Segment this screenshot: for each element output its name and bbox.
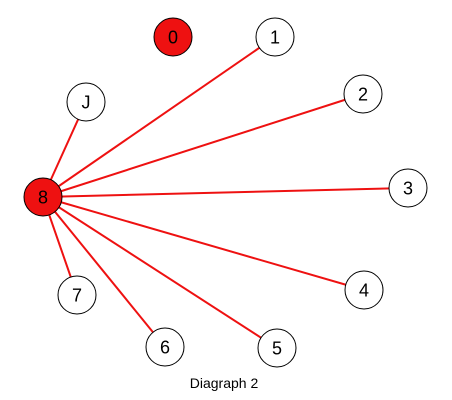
node-5: 5 bbox=[257, 328, 297, 368]
node-circle bbox=[255, 17, 295, 57]
edges-layer bbox=[42, 36, 409, 349]
node-label: 6 bbox=[160, 338, 170, 358]
node-circle bbox=[57, 275, 97, 315]
node-6: 6 bbox=[145, 327, 185, 367]
nodes-layer: 0 1 2 3 4 5 6 7 8 J bbox=[23, 17, 428, 368]
node-label: 3 bbox=[403, 179, 413, 199]
node-1: 1 bbox=[255, 17, 295, 57]
node-circle bbox=[145, 327, 185, 367]
node-8: 8 bbox=[23, 177, 63, 217]
edge-8-5 bbox=[42, 196, 278, 349]
node-label: 0 bbox=[168, 28, 178, 48]
edge-8-4 bbox=[42, 196, 365, 291]
node-3: 3 bbox=[388, 168, 428, 208]
node-circle bbox=[66, 82, 106, 122]
node-7: 7 bbox=[57, 275, 97, 315]
node-label: J bbox=[82, 93, 91, 113]
edge-8-2 bbox=[42, 93, 364, 198]
node-label: 5 bbox=[272, 339, 282, 359]
node-circle bbox=[23, 177, 63, 217]
node-J: J bbox=[66, 82, 106, 122]
edge-8-6 bbox=[42, 196, 166, 348]
edge-8-3 bbox=[42, 187, 409, 198]
edge-8-1 bbox=[42, 36, 276, 198]
node-label: 4 bbox=[359, 281, 369, 301]
diagram-caption: Diagraph 2 bbox=[190, 375, 259, 391]
node-label: 2 bbox=[358, 85, 368, 105]
node-circle bbox=[257, 328, 297, 368]
node-label: 8 bbox=[38, 188, 48, 208]
node-circle bbox=[388, 168, 428, 208]
node-2: 2 bbox=[343, 74, 383, 114]
node-circle bbox=[344, 270, 384, 310]
node-label: 7 bbox=[72, 286, 82, 306]
node-circle bbox=[343, 74, 383, 114]
node-0: 0 bbox=[153, 17, 193, 57]
node-circle bbox=[153, 17, 193, 57]
node-4: 4 bbox=[344, 270, 384, 310]
node-label: 1 bbox=[270, 28, 280, 48]
